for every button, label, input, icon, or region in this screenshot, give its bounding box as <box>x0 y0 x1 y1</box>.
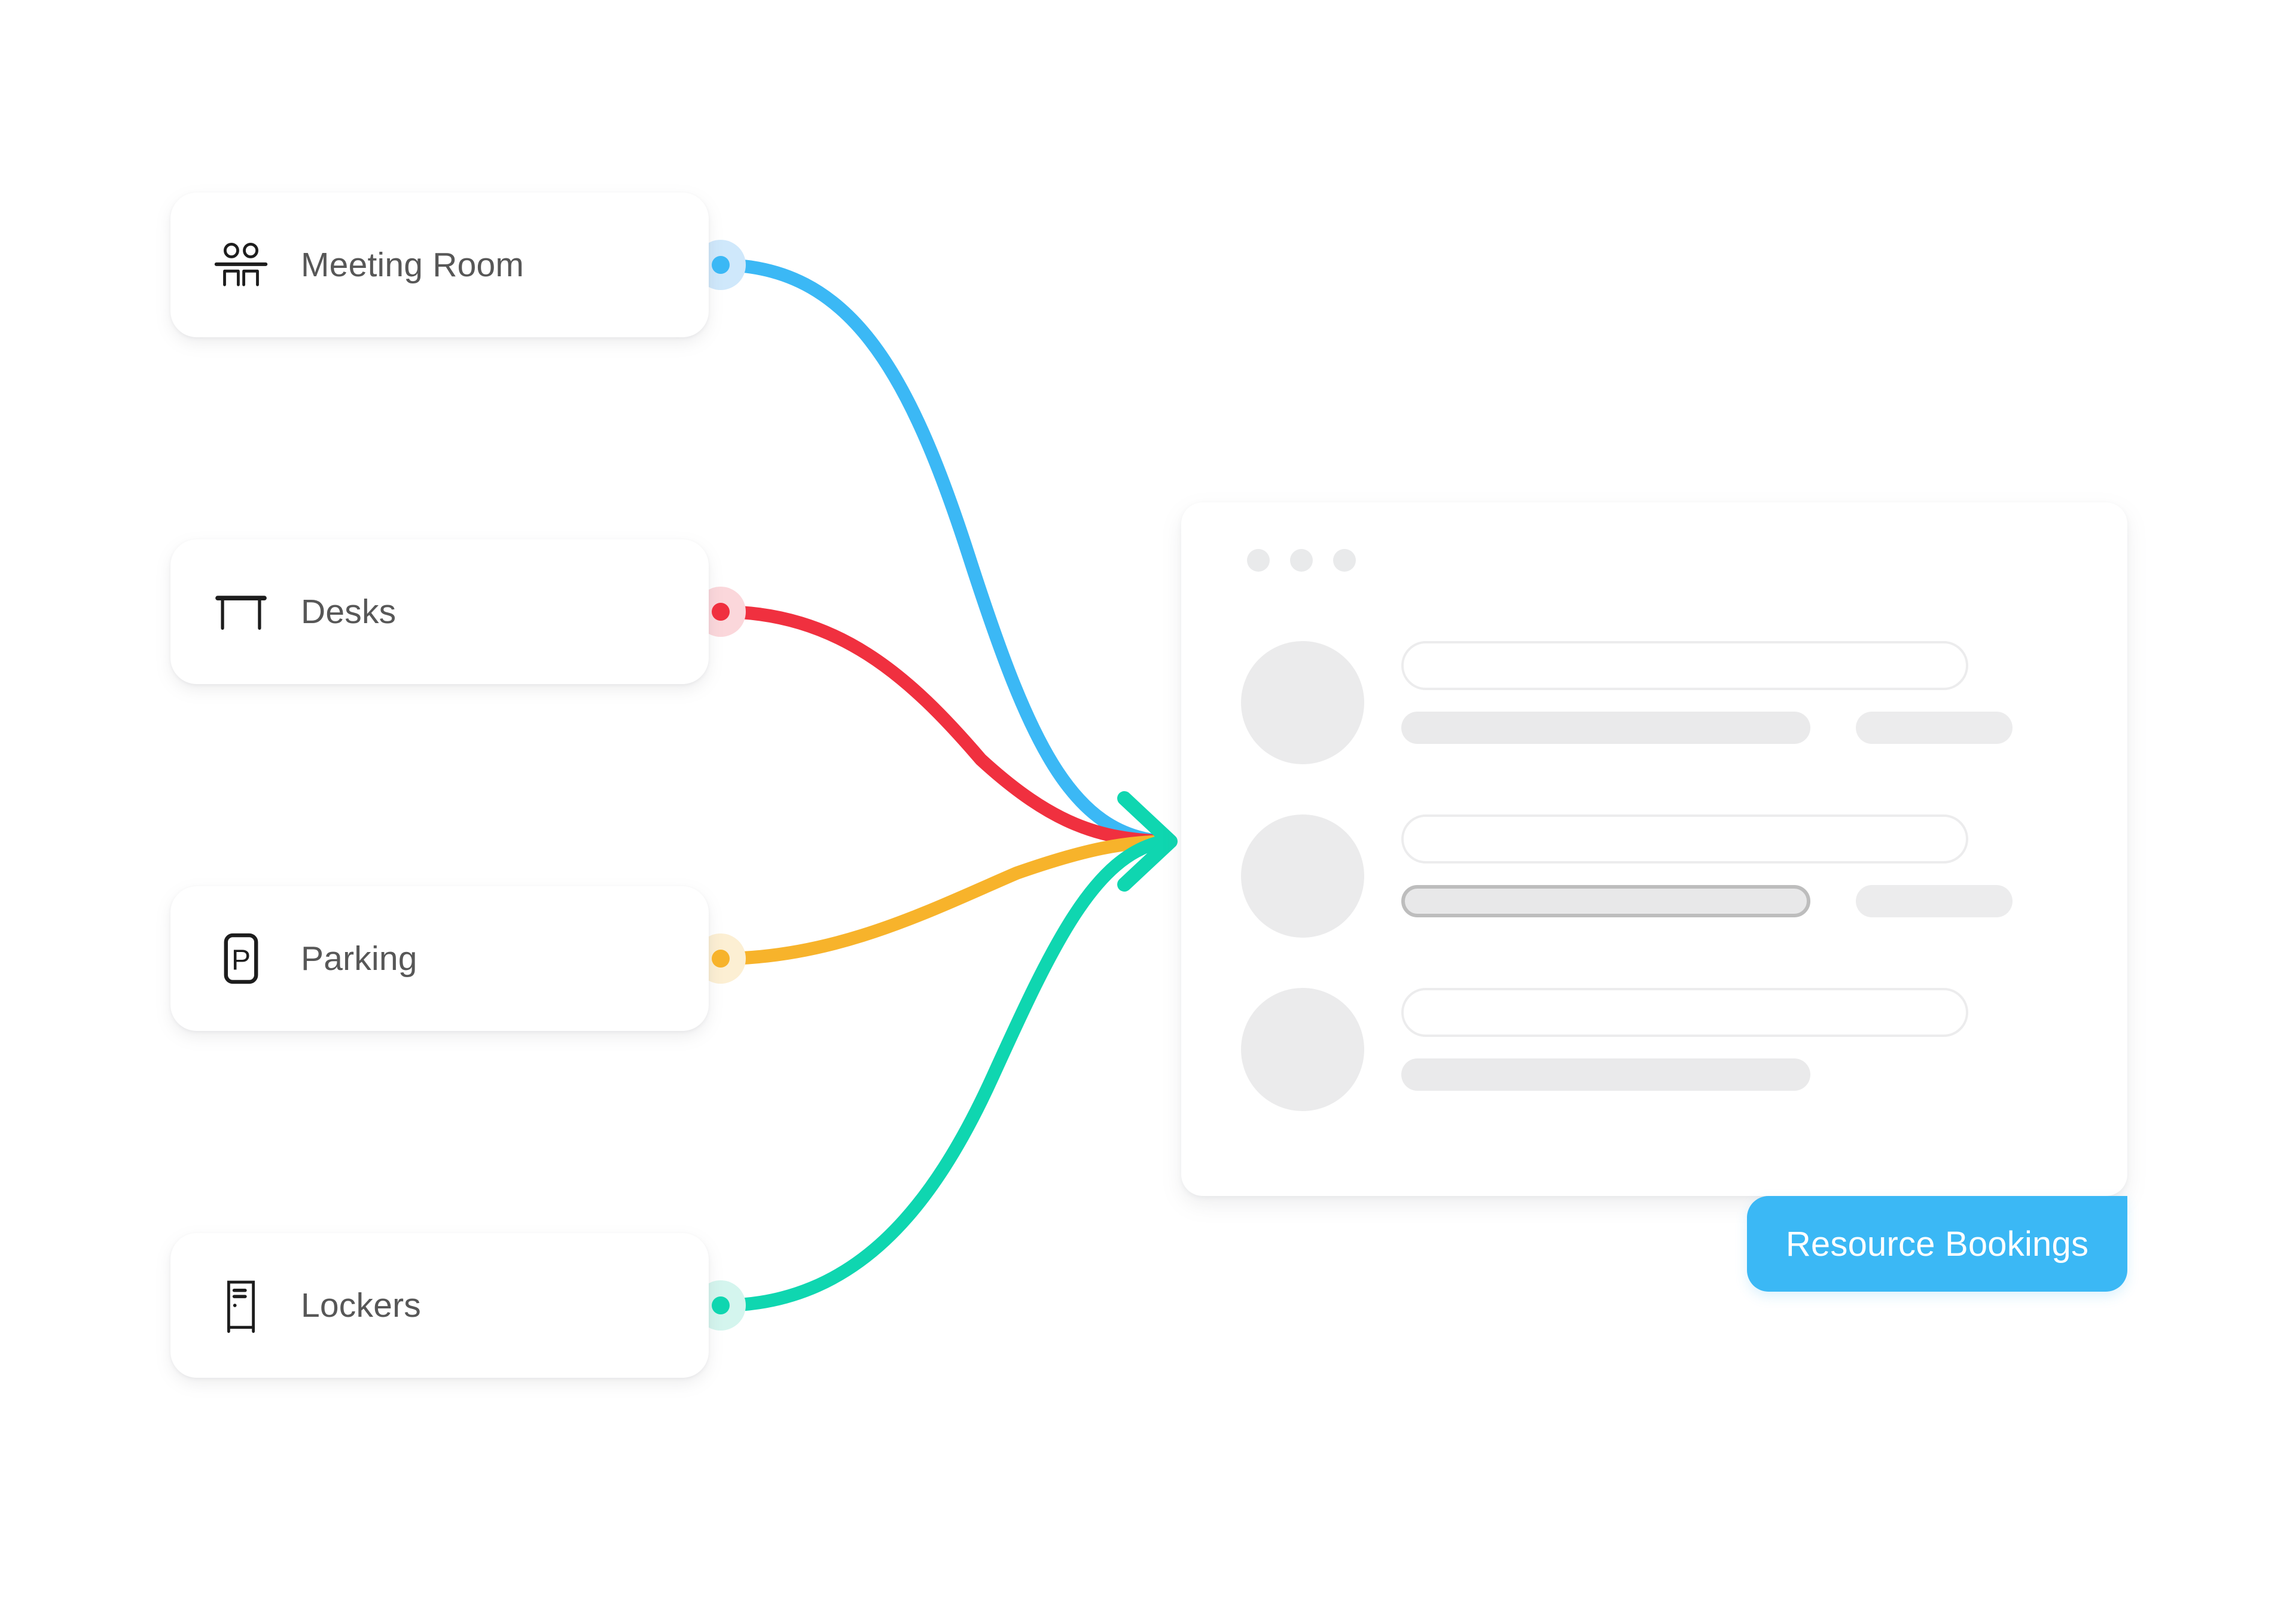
booking-title-placeholder <box>1401 641 1968 690</box>
window-dot-minimize-icon[interactable] <box>1290 549 1313 572</box>
connector-line-desks <box>714 605 1170 848</box>
resource-card-meeting-room[interactable]: Meeting Room <box>170 193 709 337</box>
connector-nub-meeting-room <box>712 256 730 274</box>
locker-icon <box>181 1273 301 1338</box>
arrow-head-icon <box>1117 791 1178 892</box>
parking-icon: P <box>181 926 301 991</box>
avatar <box>1241 641 1364 764</box>
connector-line-meeting-room <box>714 258 1170 848</box>
meeting-room-icon <box>181 232 301 298</box>
booking-row-body <box>1401 641 2013 744</box>
connector-nub-parking <box>712 950 730 968</box>
booking-bar-long-selected[interactable] <box>1401 885 1810 917</box>
connector-line-parking <box>714 835 1170 965</box>
booking-row-body <box>1401 988 1968 1091</box>
booking-row-body <box>1401 814 2013 917</box>
booking-bar-short <box>1856 885 2013 917</box>
window-titlebar <box>1247 549 1356 572</box>
resource-card-label: Desks <box>301 593 397 631</box>
resource-bookings-window: Resource Bookings <box>1181 502 2127 1292</box>
booking-meta-bars <box>1401 1058 1968 1091</box>
svg-text:P: P <box>231 944 251 976</box>
booking-list-row[interactable] <box>1241 814 2013 938</box>
resource-bookings-badge[interactable]: Resource Bookings <box>1747 1196 2127 1292</box>
booking-title-placeholder <box>1401 814 1968 864</box>
desk-icon <box>181 579 301 645</box>
resource-card-parking[interactable]: P Parking <box>170 886 709 1031</box>
connector-nub-desks <box>712 603 730 621</box>
booking-list-row[interactable] <box>1241 641 2013 764</box>
window-dot-close-icon[interactable] <box>1247 549 1270 572</box>
booking-meta-bars <box>1401 712 2013 744</box>
avatar <box>1241 988 1364 1111</box>
connector-line-lockers <box>714 835 1170 1312</box>
booking-bar-short <box>1856 712 2013 744</box>
booking-title-placeholder <box>1401 988 1968 1037</box>
resource-card-desks[interactable]: Desks <box>170 539 709 684</box>
avatar <box>1241 814 1364 938</box>
booking-meta-bars <box>1401 885 2013 917</box>
booking-list-row[interactable] <box>1241 988 1968 1111</box>
resource-card-lockers[interactable]: Lockers <box>170 1233 709 1378</box>
window-dot-maximize-icon[interactable] <box>1333 549 1356 572</box>
resource-card-label: Meeting Room <box>301 246 525 284</box>
booking-bar-long <box>1401 1058 1810 1091</box>
resource-card-label: Lockers <box>301 1286 421 1325</box>
connector-nub-lockers <box>712 1296 730 1314</box>
booking-bar-long <box>1401 712 1810 744</box>
resource-card-label: Parking <box>301 939 417 978</box>
